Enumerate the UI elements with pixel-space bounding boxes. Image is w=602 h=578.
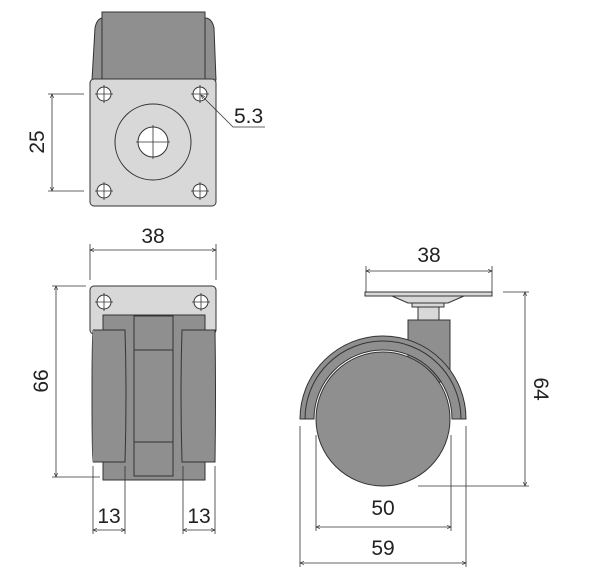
kingpin-ring (114, 103, 192, 181)
hole-centerline (191, 182, 209, 200)
dim-38-front-label: 38 (141, 225, 164, 248)
hole-centerline (95, 85, 113, 103)
dim-64: 64 (418, 292, 552, 486)
dim-50-label: 50 (371, 497, 394, 520)
hole-centerline (191, 85, 209, 103)
mounting-holes-front (95, 293, 210, 311)
front-view: 38 66 13 13 (30, 225, 216, 534)
dim-38-front: 38 (90, 225, 216, 280)
dim-5-3: 5.3 (201, 95, 265, 128)
front-wheel-right (180, 329, 216, 463)
dim-38-side-label: 38 (417, 244, 440, 267)
dim-64-label: 64 (529, 377, 552, 401)
dim-5-3-label: 5.3 (234, 105, 263, 128)
dim-13-right: 13 (183, 466, 215, 534)
dim-25-label: 25 (26, 130, 49, 153)
dim-13-left-label: 13 (97, 505, 120, 528)
side-plate (364, 291, 493, 297)
dim-59: 59 (300, 426, 466, 567)
dim-66: 66 (30, 286, 100, 477)
side-stem-collar (411, 302, 445, 308)
dim-50: 50 (316, 435, 451, 531)
side-view: 38 64 50 59 (300, 244, 552, 567)
dim-25: 25 (26, 94, 84, 191)
top-view: 25 5.3 (26, 11, 265, 207)
dim-66-label: 66 (30, 369, 53, 392)
dim-13-right-label: 13 (187, 505, 210, 528)
dim-13-left: 13 (93, 466, 125, 534)
hole-centerline (95, 182, 113, 200)
hole-centerline (192, 293, 210, 311)
side-wheel (315, 351, 451, 487)
side-fork (299, 335, 467, 420)
top-body-inner (101, 11, 206, 81)
side-plate-boss (391, 295, 465, 304)
dim-59-label: 59 (371, 537, 394, 560)
dim-38-side: 38 (366, 244, 492, 292)
front-wheel-left (91, 329, 127, 463)
side-stem (417, 306, 440, 322)
front-hub (133, 315, 174, 477)
hole-centerline (95, 293, 113, 311)
